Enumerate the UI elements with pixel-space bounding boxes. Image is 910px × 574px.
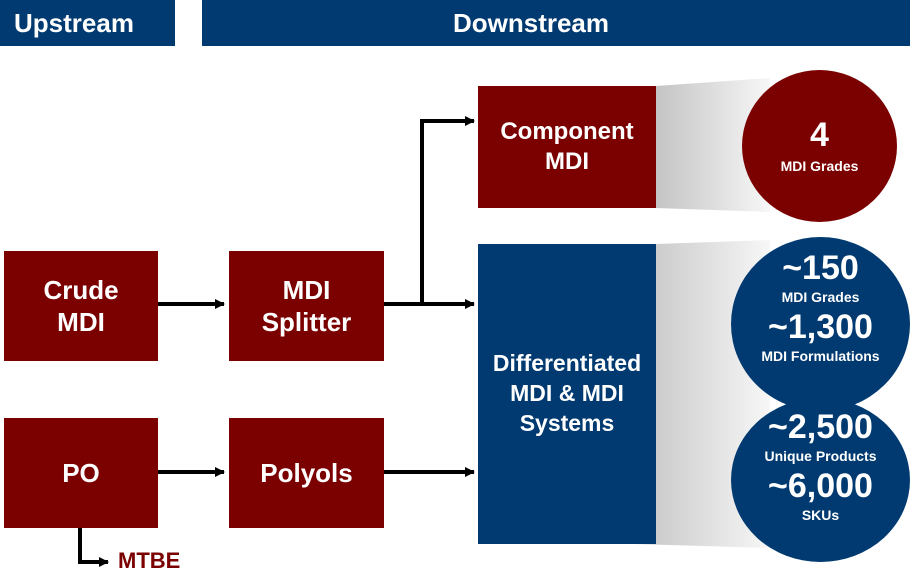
mtbe-label: MTBE: [118, 548, 181, 573]
po-label: PO: [62, 457, 100, 488]
downstream-header-label: Downstream: [452, 7, 610, 38]
grades-value: ~150: [782, 249, 859, 287]
crude-mdi-box: Crude MDI: [4, 251, 158, 361]
skus-label: SKUs: [801, 506, 840, 523]
mdi-splitter-box: MDI Splitter: [229, 251, 384, 361]
component-grades-value: 4: [810, 116, 829, 154]
downstream-header: Downstream: [202, 0, 910, 46]
grades-label: MDI Grades: [781, 289, 860, 305]
po-box: PO: [4, 418, 158, 528]
component-grades-label: MDI Grades: [780, 158, 859, 174]
products-label: Unique Products: [764, 448, 877, 464]
upstream-header-label: Upstream: [14, 7, 134, 38]
component-grades-circle: 4 MDI Grades: [742, 70, 897, 222]
polyols-label: Polyols: [260, 457, 353, 488]
splitter-to-component-arrow: [420, 116, 475, 304]
component-fan: [656, 78, 770, 212]
products-value: ~2,500: [768, 408, 873, 446]
formulations-value: ~1,300: [768, 307, 873, 346]
polyols-box: Polyols: [229, 418, 384, 528]
mdi-splitter-label: MDI Splitter: [261, 274, 352, 338]
crude-mdi-label: Crude MDI: [43, 274, 119, 338]
skus-value: ~6,000: [768, 466, 873, 505]
differentiated-mdi-box: Differentiated MDI & MDI Systems: [478, 244, 656, 544]
upstream-header: Upstream: [0, 0, 175, 46]
formulations-label: MDI Formulations: [761, 347, 880, 364]
component-mdi-label: Component MDI: [500, 118, 634, 175]
differentiated-mdi-label: Differentiated MDI & MDI Systems: [492, 350, 642, 436]
po-to-mtbe-arrow: [78, 528, 109, 567]
products-skus-circle: ~2,500 Unique Products ~6,000 SKUs: [731, 398, 910, 562]
component-mdi-box: Component MDI: [478, 86, 656, 208]
grades-formulations-circle: ~150 MDI Grades ~1,300 MDI Formulations: [731, 237, 910, 411]
